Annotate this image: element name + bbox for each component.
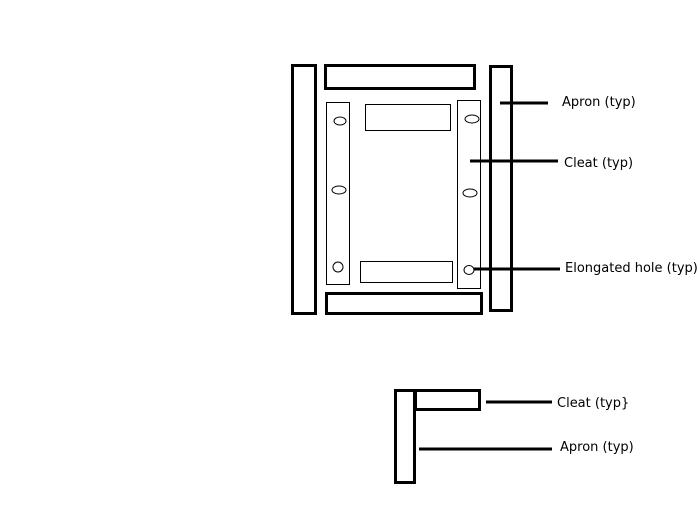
label-hole: Elongated hole (typ) [565,261,698,276]
section-apron [394,389,416,484]
section-cleat [414,389,481,411]
hole [331,185,347,195]
block-bottom [360,261,453,283]
apron-top [324,64,476,90]
section-view [394,389,552,484]
hole [463,265,475,275]
block-top [365,104,451,131]
hole [464,114,480,124]
label-cleat: Cleat (typ) [564,156,633,171]
cleat-left [326,102,350,285]
hole [332,261,344,273]
apron-bottom [325,292,483,315]
apron-left [291,64,317,315]
label-section-cleat: Cleat (typ} [557,396,629,411]
cleat-right [457,100,481,289]
label-apron: Apron (typ) [562,95,636,110]
hole [333,116,347,126]
label-section-apron: Apron (typ) [560,440,634,455]
hole [462,188,478,198]
apron-right [489,65,513,312]
plan-view [291,64,560,315]
